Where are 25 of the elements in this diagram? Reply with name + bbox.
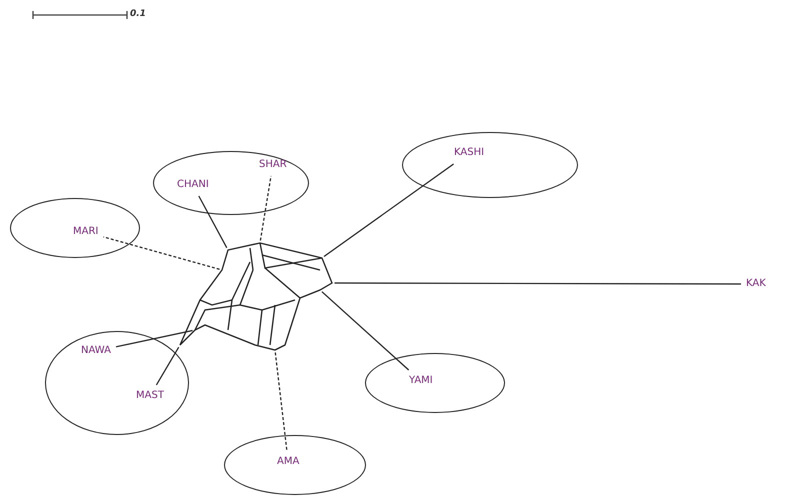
group-ellipse [10,198,140,258]
branch-line [274,352,288,452]
taxon-label: MAST [136,390,164,402]
taxon-label: MARI [73,226,98,238]
group-ellipse [402,132,578,198]
branch-line [116,330,193,348]
branch-line [334,282,741,285]
group-ellipse [153,151,309,215]
group-ellipse [224,435,366,495]
taxon-label: KAK [746,278,766,290]
taxon-label: NAWA [81,345,111,357]
branch-line [324,164,454,257]
branch-line [156,346,180,386]
taxon-label: AMA [277,456,300,468]
group-ellipse [45,331,189,435]
taxon-label: CHANI [177,179,209,191]
branch-line [198,196,228,248]
taxon-label: YAMI [409,375,433,387]
branch-line [103,236,220,270]
branch-line [260,176,272,241]
taxon-label: KASHI [454,147,484,159]
group-ellipse [365,353,505,413]
taxon-label: SHAR [259,159,287,171]
scale-label: 0.1 [130,9,146,19]
branch-line [322,291,410,370]
